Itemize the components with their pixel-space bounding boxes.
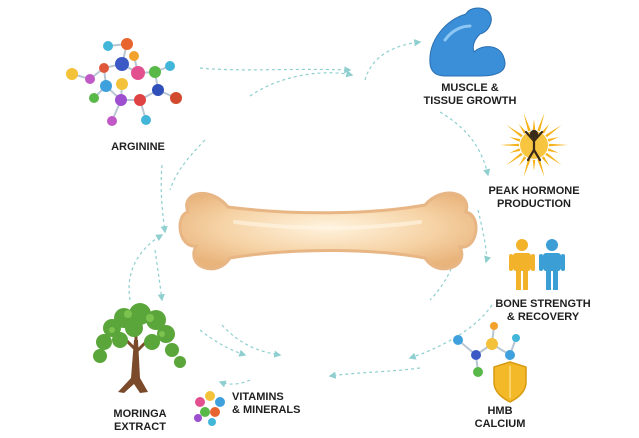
label-hormone: PEAK HORMONE PRODUCTION	[488, 185, 580, 210]
arrow-left-inner	[169, 139, 206, 191]
arrow-muscle-to-hormone	[439, 111, 491, 177]
arrow-arginine-to-muscle	[199, 66, 352, 74]
vitamin-pills-icon	[194, 391, 225, 426]
person-left-icon	[509, 239, 535, 290]
label-muscle: MUSCLE & TISSUE GROWTH	[423, 82, 517, 107]
arrow-moringa-up	[154, 249, 165, 302]
arrow-moringa-to-arginine	[128, 234, 164, 301]
arrow-arginine-down	[160, 164, 168, 234]
arrow-inner-bottom	[221, 324, 282, 358]
molecule-icon	[66, 38, 182, 126]
label-vitamins: VITAMINS & MINERALS	[232, 391, 301, 416]
arrow-bone-to-hmb	[408, 304, 493, 360]
flexed-arm-icon	[429, 7, 506, 77]
molecule-shield-icon	[453, 322, 527, 403]
arrow-inner-top	[249, 70, 354, 97]
arrow-muscle-loop	[364, 39, 422, 81]
tree-icon	[93, 303, 186, 393]
bone-icon	[178, 191, 478, 271]
label-arginine: ARGININE	[111, 141, 165, 153]
arrow-hmb-to-vitamins	[328, 367, 421, 379]
label-hmb: HMB CALCIUM	[474, 405, 526, 430]
arrow-hormone-to-bone	[477, 209, 492, 264]
two-people-icon	[509, 239, 565, 290]
arrow-vitamins-left	[218, 379, 251, 388]
person-right-icon	[539, 239, 565, 290]
label-moringa: MORINGA EXTRACT	[113, 408, 167, 433]
arrow-moringa-right	[199, 329, 247, 357]
sunburst-figure-icon	[500, 112, 568, 178]
label-bone: BONE STRENGTH & RECOVERY	[495, 298, 591, 323]
